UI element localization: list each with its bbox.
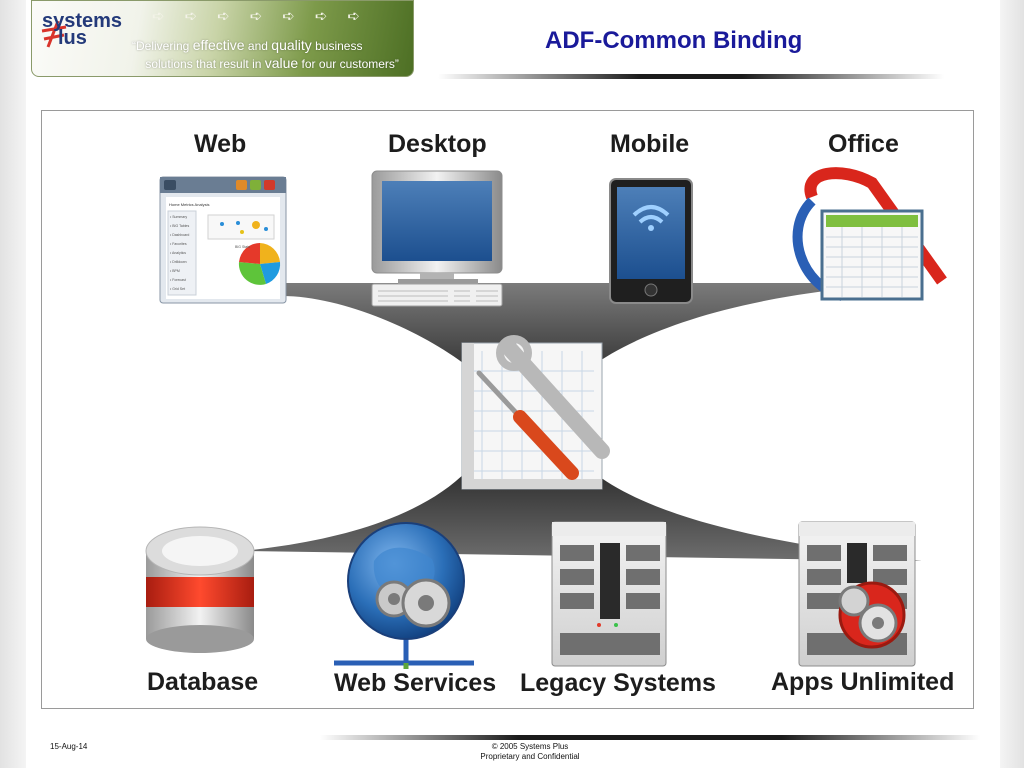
web-services-globe-icon xyxy=(334,522,474,669)
web-window-side-item: • BIG Tables xyxy=(170,224,190,228)
web-window-side-item: • Forecast xyxy=(170,278,186,282)
tagline-word: Delivering xyxy=(136,39,193,53)
tagline-word: for our customers xyxy=(298,57,395,71)
company-logo: systems lus xyxy=(42,10,123,49)
web-window-side-item: • Dashboard xyxy=(170,233,189,237)
tagline-word: quality xyxy=(271,37,312,53)
tagline-word: business xyxy=(311,39,363,53)
label-database: Database xyxy=(147,668,259,696)
label-apps-unlimited: Apps Unlimited xyxy=(771,668,955,696)
desktop-computer-icon xyxy=(371,170,503,307)
label-web: Web xyxy=(194,130,247,158)
web-window-side-item: • BPM xyxy=(170,269,180,273)
logo-line-1: systems xyxy=(42,10,123,32)
confidential-line: Proprietary and Confidential xyxy=(480,752,580,761)
tagline-word: and xyxy=(244,39,272,53)
company-banner: ➪➪➪➪➪➪➪ systems lus “Delivering effectiv… xyxy=(31,0,414,77)
tagline-quote-open: “ xyxy=(132,39,136,53)
diagram-artwork: Home Metrics Analysis • Summary • BIG Ta… xyxy=(145,167,947,669)
copyright-line: © 2005 Systems Plus xyxy=(491,742,569,751)
label-office: Office xyxy=(828,130,899,158)
architecture-diagram: Home Metrics Analysis • Summary • BIG Ta… xyxy=(41,110,974,709)
left-page-margin xyxy=(0,0,26,768)
web-window-side-item: • Favorites xyxy=(170,242,187,246)
label-legacy-systems: Legacy Systems xyxy=(520,669,716,697)
tagline-word: solutions that result in xyxy=(145,57,265,71)
web-window-side-item: • Analytics xyxy=(170,251,186,255)
arrow-decoration: ➪➪➪➪➪➪➪ xyxy=(152,8,380,25)
web-window-menu: Home Metrics Analysis xyxy=(169,202,209,207)
footer-divider xyxy=(320,735,980,740)
web-window-side-item: • Grid Set xyxy=(170,287,185,291)
web-browser-icon xyxy=(159,176,287,304)
page-title: ADF-Common Binding xyxy=(545,27,803,54)
right-page-margin xyxy=(1000,0,1024,768)
office-application-icon xyxy=(792,167,947,301)
logo-line-2: lus xyxy=(58,27,87,49)
web-window-side-item: • Summary xyxy=(170,215,187,219)
label-web-services: Web Services xyxy=(334,669,497,697)
web-window-sidebar: • Summary • BIG Tables • Dashboard • Fav… xyxy=(170,215,190,291)
tagline-word: effective xyxy=(192,37,245,53)
footer-copyright: © 2005 Systems Plus Proprietary and Conf… xyxy=(420,742,640,762)
footer-date: 15-Aug-14 xyxy=(50,742,88,751)
mobile-device-icon xyxy=(609,178,693,304)
tagline-quote-close: ” xyxy=(394,57,399,71)
apps-unlimited-server-icon xyxy=(798,521,916,667)
database-icon xyxy=(145,526,255,653)
title-divider xyxy=(438,74,944,79)
label-mobile: Mobile xyxy=(610,130,690,158)
web-window-side-item: • Drilldown xyxy=(170,260,187,264)
legacy-systems-server-icon xyxy=(551,521,667,667)
company-tagline: “Delivering effective and quality busine… xyxy=(132,37,399,73)
developer-tools-icon xyxy=(461,335,610,490)
logo-slash-icon xyxy=(41,20,67,48)
web-window-chart-caption: BIG Stats xyxy=(235,245,250,249)
label-desktop: Desktop xyxy=(388,130,487,158)
tagline-word: value xyxy=(264,55,299,71)
